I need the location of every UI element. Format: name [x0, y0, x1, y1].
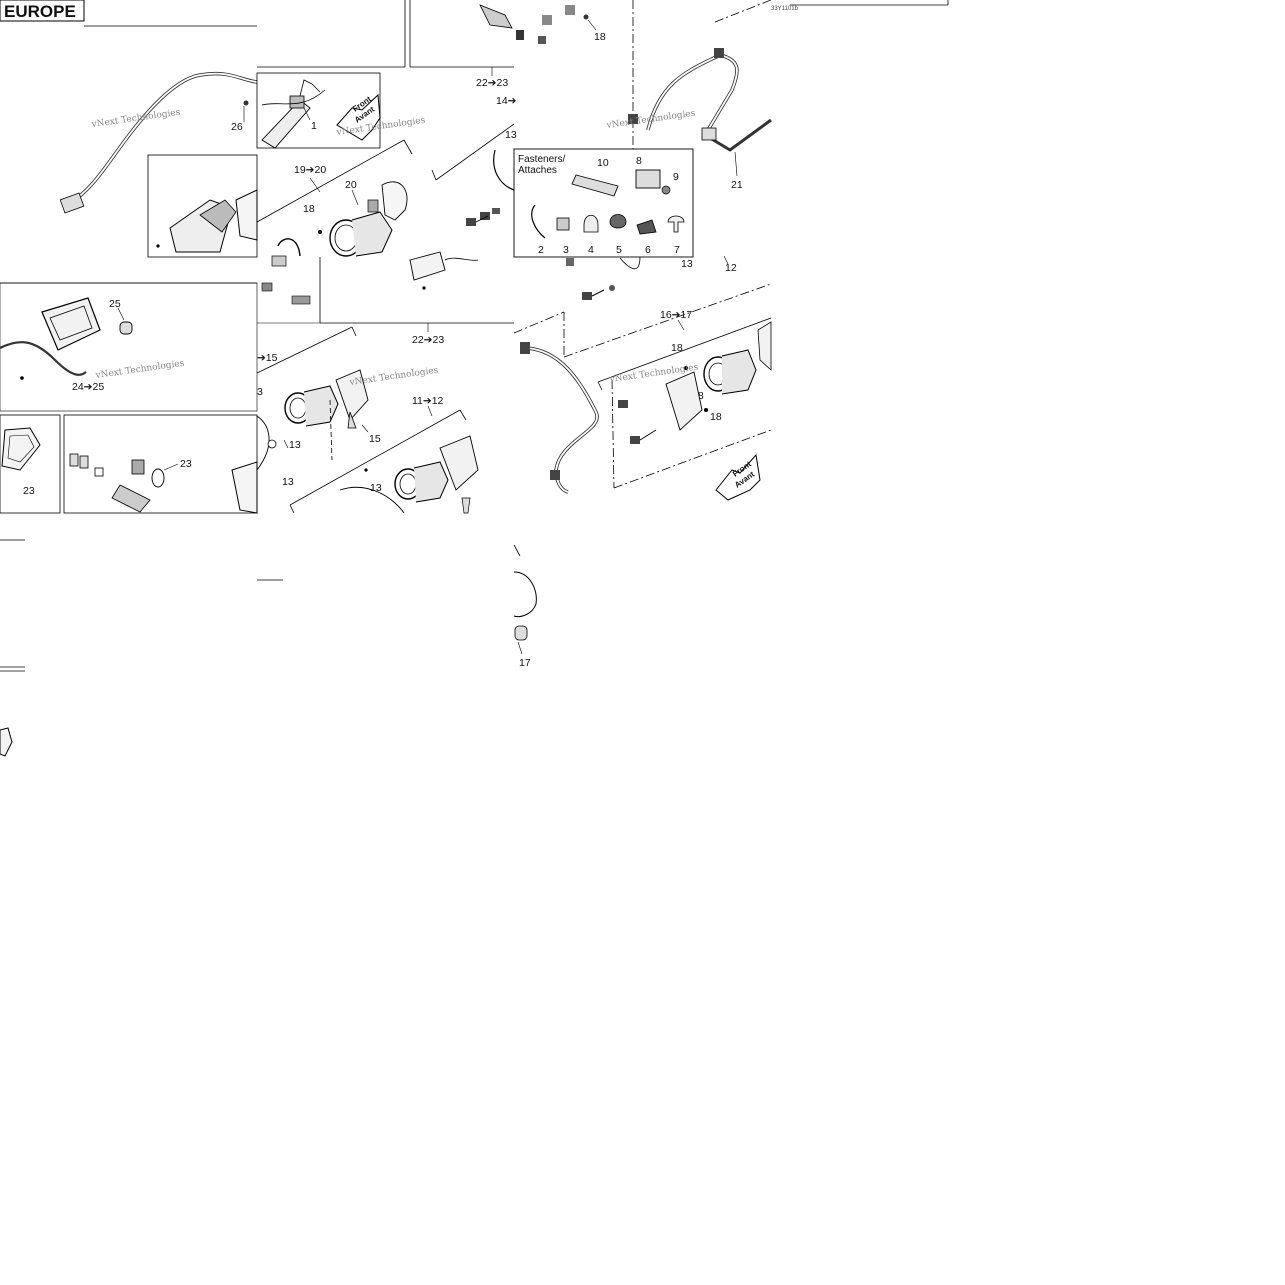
callout-13-b: 13: [681, 258, 693, 270]
fastener-9: 9: [673, 171, 679, 183]
callout-18-r1: 18: [671, 342, 683, 354]
bezel-fragment-icon: [513, 544, 537, 641]
callout-26: 26: [231, 121, 243, 133]
fastener-8: 8: [636, 155, 642, 167]
callout-23-b: 23: [180, 458, 192, 470]
watermark-2: vNext Technologies: [94, 359, 185, 382]
callout-15: 15: [369, 433, 381, 445]
callout-3: 3: [257, 386, 263, 398]
fastener-7: 7: [674, 244, 680, 256]
side-marker-fragment-icon: [0, 727, 13, 757]
callout-12: 12: [725, 262, 737, 274]
push-rivet-icon: [667, 215, 685, 233]
foglamp-assembly-right-icon: [618, 321, 772, 444]
callout-18-mid: 18: [303, 203, 315, 215]
region-title-box: EUROPE: [0, 0, 85, 22]
fasteners-heading-2: Attaches: [518, 165, 557, 176]
callout-25: 25: [109, 298, 121, 310]
headlamp-assembly-icon: [271, 181, 408, 267]
clip-icon: [556, 217, 570, 231]
lower-bolts-icon: [566, 256, 641, 300]
bulb-icon: [119, 321, 133, 335]
watermark-5: vNext Technologies: [605, 109, 696, 132]
turn-signal-box: [63, 414, 258, 514]
callout-21: 21: [731, 179, 743, 191]
callout-16-17: 16➔17: [660, 309, 692, 321]
callout-24-25: 24➔25: [72, 381, 104, 393]
region-title: EUROPE: [4, 2, 76, 21]
callout-13-e: 13: [370, 482, 382, 494]
callout-18-top: 18: [594, 31, 606, 43]
callout-17: 17: [519, 657, 531, 669]
callout-13-c: 13: [289, 439, 301, 451]
callout-22-23-mid: 22➔23: [412, 334, 444, 346]
fastener-10: 10: [597, 157, 609, 169]
license-lamp-icon: [0, 297, 101, 380]
callout-11-12: 11➔12: [412, 395, 444, 407]
callout-13-a: 13: [505, 129, 517, 141]
fastener-2: 2: [538, 244, 544, 256]
callout-23-a: 23: [23, 485, 35, 497]
tie-wrap-icon: [531, 204, 546, 239]
side-marker-box: [0, 414, 61, 514]
fastener-4: 4: [588, 244, 594, 256]
front-arrow-bottom: Front Avant: [715, 453, 761, 501]
grommet-icon: [609, 214, 627, 229]
callout-15-arrow: ➔15: [257, 352, 278, 364]
side-marker-icon: [1, 427, 41, 471]
taillight-icon: [156, 189, 258, 253]
callout-1: 1: [311, 120, 317, 132]
fastener-3: 3: [563, 244, 569, 256]
switch-box: [256, 72, 381, 149]
callout-19-20: 19➔20: [294, 164, 326, 176]
turn-signal-icon: [69, 453, 258, 514]
clamp-icon: [636, 219, 657, 235]
bolt-icons: [466, 149, 515, 226]
foam-strip-icon: [571, 174, 619, 197]
hose-clamp-icon: [583, 214, 599, 233]
fasteners-box: [513, 148, 694, 258]
foglamp-left-icon: [256, 369, 369, 471]
switch-icon: [261, 79, 326, 149]
callout-20: 20: [345, 179, 357, 191]
rear-harness-view: [59, 71, 258, 214]
fastener-5: 5: [616, 244, 622, 256]
fastener-icons: [531, 169, 685, 239]
connector-icon: [59, 192, 85, 214]
nut-icon: [661, 185, 671, 195]
fasteners-heading-1: Fasteners/: [518, 154, 565, 165]
front-harness-icon: [628, 48, 772, 152]
top-connector-icons: [479, 4, 589, 44]
callout-18-r3: 18: [710, 411, 722, 423]
clip-nut-icon: [635, 169, 661, 189]
callout-13-d: 13: [282, 476, 294, 488]
foglamp-right-icon: [339, 435, 479, 514]
screw-icon: [243, 100, 249, 106]
callout-14: 14➔: [496, 95, 517, 107]
mid-parts-icons: [261, 251, 479, 305]
callout-22-23-top: 22➔23: [476, 77, 508, 89]
reference-number: 33Y1101b: [771, 6, 799, 12]
fastener-6: 6: [645, 244, 651, 256]
fog-harness-icon: [520, 342, 599, 494]
watermark-4: vNext Technologies: [348, 366, 439, 389]
